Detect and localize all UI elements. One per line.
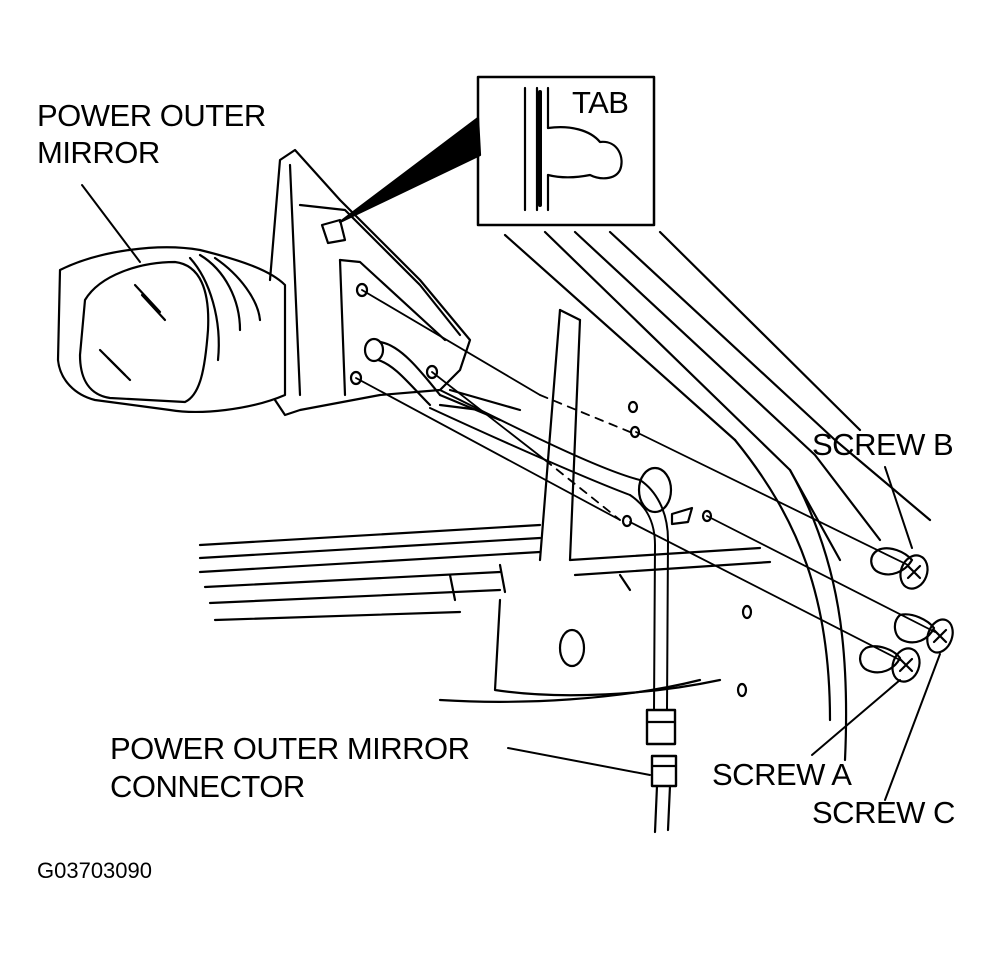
label-tab: TAB	[572, 85, 629, 120]
label-screw-b: SCREW B	[812, 427, 954, 462]
label-connector-line2: CONNECTOR	[110, 769, 305, 804]
label-screw-c: SCREW C	[812, 795, 955, 830]
door-panel	[198, 230, 932, 762]
screw-c	[893, 613, 954, 654]
wiring-harness	[429, 389, 678, 834]
figure-code: G03703090	[37, 858, 152, 883]
label-screw-a: SCREW A	[712, 757, 852, 792]
screw-a	[859, 645, 921, 683]
screw-b	[870, 547, 929, 590]
label-power-outer-mirror-line1: POWER OUTER	[37, 98, 266, 133]
alignment-lines	[539, 394, 631, 521]
screw-guide-lines	[355, 289, 936, 661]
label-power-outer-mirror-line2: MIRROR	[37, 135, 160, 170]
label-connector-line1: POWER OUTER MIRROR	[110, 731, 470, 766]
leader-lines	[81, 184, 941, 801]
tab-detail-box	[338, 75, 656, 227]
power-outer-mirror	[56, 148, 522, 422]
